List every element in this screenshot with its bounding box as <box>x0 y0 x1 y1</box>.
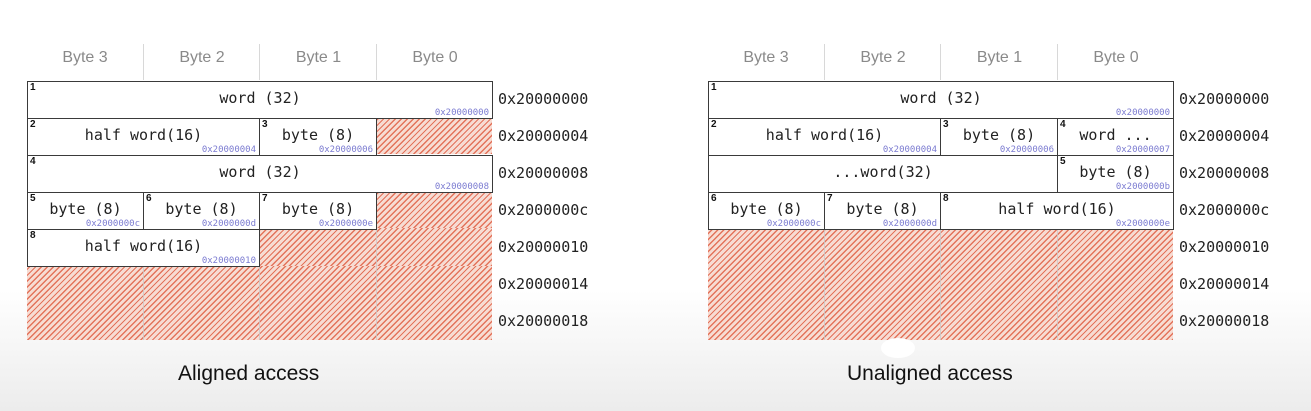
cell-address: 0x2000000b <box>1115 182 1170 192</box>
cell-address: 0x2000000c <box>766 219 821 229</box>
cell-index: 4 <box>1060 119 1066 130</box>
cell-label: half word(16) <box>84 126 203 144</box>
row-address: 0x20000014 <box>498 275 589 293</box>
cell-label: byte (8) <box>846 200 919 218</box>
cell-index: 2 <box>711 119 717 130</box>
cell-address: 0x2000000c <box>85 219 140 229</box>
cell-label: half word(16) <box>998 200 1116 218</box>
memory-cell: 8 half word(16) 0x2000000e <box>940 192 1174 230</box>
cell-label: word (32) <box>900 89 982 107</box>
unused-region <box>376 118 492 154</box>
memory-cell: 1 word (32) 0x20000000 <box>27 81 493 119</box>
cell-index: 7 <box>827 193 833 204</box>
cell-label: ...word(32) <box>833 163 933 181</box>
cell-address: 0x20000010 <box>201 256 256 266</box>
column-header-byte3: Byte 3 <box>743 49 789 66</box>
memory-cell: 2 half word(16) 0x20000004 <box>708 118 941 156</box>
cell-label: byte (8) <box>165 200 238 218</box>
unaligned-panel: Byte 3 Byte 2 Byte 1 Byte 0 1 word (32) … <box>681 0 1301 411</box>
row-address: 0x20000014 <box>1179 275 1270 293</box>
memory-cell: 1 word (32) 0x20000000 <box>708 81 1174 119</box>
cell-address: 0x20000006 <box>999 145 1054 155</box>
cell-address: 0x20000004 <box>201 145 256 155</box>
cell-label: byte (8) <box>1079 163 1152 181</box>
unused-region <box>259 228 492 266</box>
highlight-blot <box>881 338 915 358</box>
cell-index: 3 <box>943 119 949 130</box>
row-address: 0x20000000 <box>1179 90 1270 108</box>
row-address: 0x2000000c <box>498 201 589 219</box>
row-address: 0x20000010 <box>1179 238 1270 256</box>
row-address: 0x20000018 <box>1179 312 1270 330</box>
cell-label: word (32) <box>219 89 301 107</box>
cell-label: word ... <box>1079 126 1152 144</box>
memory-cell: 3 byte (8) 0x20000006 <box>940 118 1058 156</box>
column-header-byte1: Byte 1 <box>259 44 377 80</box>
cell-index: 1 <box>711 82 717 93</box>
memory-cell: 5 byte (8) 0x2000000b <box>1057 155 1174 193</box>
column-header-byte2: Byte 2 <box>824 44 941 80</box>
caption-aligned: Aligned access <box>178 362 320 385</box>
cell-label: byte (8) <box>962 126 1036 144</box>
cell-label: byte (8) <box>730 200 803 218</box>
memory-cell: 8 half word(16) 0x20000010 <box>27 229 260 267</box>
column-divider <box>143 266 144 340</box>
cell-label: half word(16) <box>84 237 203 255</box>
cell-label: byte (8) <box>281 200 355 218</box>
aligned-panel: Byte 3 Byte 2 Byte 1 Byte 0 1 word (32) … <box>0 0 620 411</box>
cell-index: 1 <box>30 82 36 93</box>
cell-address: 0x20000007 <box>1115 145 1170 155</box>
row-address: 0x20000018 <box>498 312 589 330</box>
column-header-byte1: Byte 1 <box>940 44 1058 80</box>
column-header-byte2: Byte 2 <box>143 44 260 80</box>
memory-cell: 6 byte (8) 0x2000000d <box>143 192 260 230</box>
row-address: 0x2000000c <box>1179 201 1270 219</box>
column-divider <box>824 229 825 340</box>
cell-index: 8 <box>943 193 949 204</box>
cell-address: 0x20000008 <box>434 182 489 192</box>
cell-address: 0x2000000d <box>882 219 937 229</box>
cell-address: 0x20000006 <box>318 145 373 155</box>
cell-index: 7 <box>262 193 268 204</box>
caption-unaligned: Unaligned access <box>847 362 1013 385</box>
column-header-byte0: Byte 0 <box>376 44 493 80</box>
cell-address: 0x20000000 <box>1115 108 1170 118</box>
cell-address: 0x2000000e <box>1115 219 1170 229</box>
memory-cell: 3 byte (8) 0x20000006 <box>259 118 377 156</box>
memory-cell: 4 word (32) 0x20000008 <box>27 155 493 193</box>
row-address: 0x20000010 <box>498 238 589 256</box>
memory-cell: 7 byte (8) 0x2000000d <box>824 192 941 230</box>
row-address: 0x20000008 <box>1179 164 1270 182</box>
cell-address: 0x20000000 <box>434 108 489 118</box>
cell-label: byte (8) <box>281 126 355 144</box>
cell-label: word (32) <box>219 163 301 181</box>
cell-label: byte (8) <box>49 200 122 218</box>
cell-index: 3 <box>262 119 268 130</box>
column-divider <box>1057 229 1058 340</box>
column-divider <box>940 229 941 340</box>
cell-index: 5 <box>30 193 36 204</box>
row-address: 0x20000008 <box>498 164 589 182</box>
cell-index: 4 <box>30 156 36 167</box>
row-address: 0x20000004 <box>498 127 589 145</box>
column-header-byte3: Byte 3 <box>62 49 108 66</box>
memory-cell: 4 word ... 0x20000007 <box>1057 118 1174 156</box>
memory-cell: 7 byte (8) 0x2000000e <box>259 192 377 230</box>
cell-index: 8 <box>30 230 36 241</box>
cell-address: 0x20000004 <box>882 145 937 155</box>
cell-index: 2 <box>30 119 36 130</box>
row-address: 0x20000004 <box>1179 127 1270 145</box>
memory-cell: 6 byte (8) 0x2000000c <box>708 192 825 230</box>
memory-cell: 5 byte (8) 0x2000000c <box>27 192 144 230</box>
cell-address: 0x2000000d <box>201 219 256 229</box>
memory-cell: 2 half word(16) 0x20000004 <box>27 118 260 156</box>
cell-index: 5 <box>1060 156 1066 167</box>
memory-cell: ...word(32) <box>708 155 1058 193</box>
cell-index: 6 <box>146 193 152 204</box>
column-header-byte0: Byte 0 <box>1057 44 1174 80</box>
cell-label: half word(16) <box>765 126 884 144</box>
row-address: 0x20000000 <box>498 90 589 108</box>
cell-address: 0x2000000e <box>318 219 373 229</box>
cell-index: 6 <box>711 193 717 204</box>
